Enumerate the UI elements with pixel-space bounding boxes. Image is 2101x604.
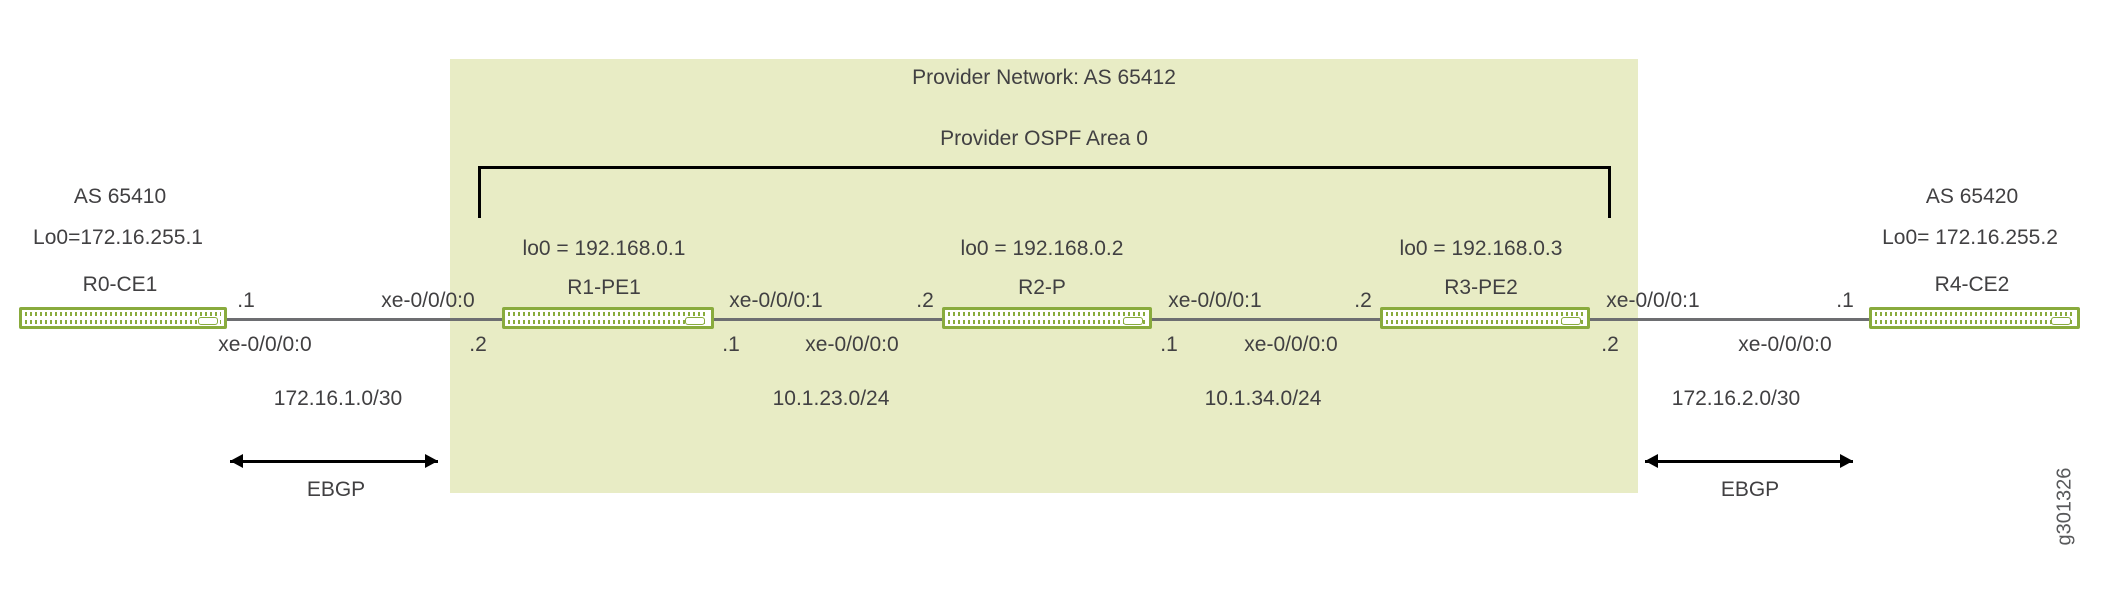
link-0-ip-bottom-right: .2 — [469, 333, 487, 356]
router-chip — [1561, 317, 1581, 325]
router-icon-r2-p — [942, 307, 1152, 329]
router-chip — [198, 317, 218, 325]
router-icon-r3-pe2 — [1380, 307, 1590, 329]
router-icon-r4-ce2 — [1869, 307, 2080, 329]
loopback-label-r2: lo0 = 192.168.0.2 — [960, 237, 1124, 260]
router-ports-pattern — [1386, 312, 1584, 324]
router-label-r3-pe2: R3-PE2 — [1444, 276, 1518, 299]
subnet-label-link-3: 172.16.2.0/30 — [1671, 387, 1801, 410]
provider-network-title: Provider Network: AS 65412 — [912, 66, 1176, 89]
link-1-ip-bottom-left: .1 — [722, 333, 740, 356]
ebgp-label-left: EBGP — [306, 478, 366, 501]
link-1-interface-bottom-right: xe-0/0/0:0 — [805, 333, 899, 356]
router-ports-pattern — [25, 312, 221, 324]
loopback-label-r3: lo0 = 192.168.0.3 — [1399, 237, 1563, 260]
ebgp-arrow-left — [230, 454, 438, 468]
link-3-interface-top-left: xe-0/0/0:1 — [1606, 289, 1700, 312]
router-label-r0-ce1: R0-CE1 — [82, 273, 158, 296]
subnet-label-link-1: 10.1.23.0/24 — [772, 387, 890, 410]
router-chip — [685, 317, 705, 325]
loopback-label-left: Lo0=172.16.255.1 — [33, 226, 203, 249]
figure-id: g301326 — [2053, 467, 2076, 546]
link-2-ip-bottom-left: .1 — [1160, 333, 1178, 356]
link-2-ip-top-right: .2 — [1354, 289, 1372, 312]
router-label-r4-ce2: R4-CE2 — [1934, 273, 2010, 296]
loopback-label-right: Lo0= 172.16.255.2 — [1882, 226, 2058, 249]
provider-network-region — [450, 59, 1638, 493]
loopback-label-r1: lo0 = 192.168.0.1 — [522, 237, 686, 260]
router-icon-r1-pe1 — [502, 307, 714, 329]
router-chip — [1123, 317, 1143, 325]
router-ports-pattern — [948, 312, 1146, 324]
link-0-interface-bottom-left: xe-0/0/0:0 — [218, 333, 312, 356]
link-3-interface-bottom-right: xe-0/0/0:0 — [1738, 333, 1832, 356]
link-3-ip-bottom-left: .2 — [1601, 333, 1619, 356]
ospf-bracket-right-tick — [1608, 166, 1611, 218]
link-3-ip-top-right: .1 — [1836, 289, 1854, 312]
as-label-right: AS 65420 — [1925, 185, 2019, 208]
subnet-label-link-0: 172.16.1.0/30 — [273, 387, 403, 410]
ospf-bracket-left-tick — [478, 166, 481, 218]
ospf-bracket-line — [478, 166, 1611, 169]
ebgp-label-right: EBGP — [1720, 478, 1780, 501]
subnet-label-link-2: 10.1.34.0/24 — [1204, 387, 1322, 410]
link-0-ip-top-left: .1 — [237, 289, 255, 312]
as-label-left: AS 65410 — [73, 185, 167, 208]
ospf-area-label: Provider OSPF Area 0 — [940, 127, 1148, 150]
ebgp-arrow-right — [1645, 454, 1853, 468]
link-2-interface-bottom-right: xe-0/0/0:0 — [1244, 333, 1338, 356]
router-ports-pattern — [508, 312, 708, 324]
router-ports-pattern — [1875, 312, 2074, 324]
link-1-ip-top-right: .2 — [916, 289, 934, 312]
link-0-interface-top-right: xe-0/0/0:0 — [381, 289, 475, 312]
router-chip — [2051, 317, 2071, 325]
router-label-r1-pe1: R1-PE1 — [567, 276, 641, 299]
router-icon-r0-ce1 — [19, 307, 227, 329]
link-2-interface-top-left: xe-0/0/0:1 — [1168, 289, 1262, 312]
router-label-r2-p: R2-P — [1018, 276, 1066, 299]
link-1-interface-top-left: xe-0/0/0:1 — [729, 289, 823, 312]
